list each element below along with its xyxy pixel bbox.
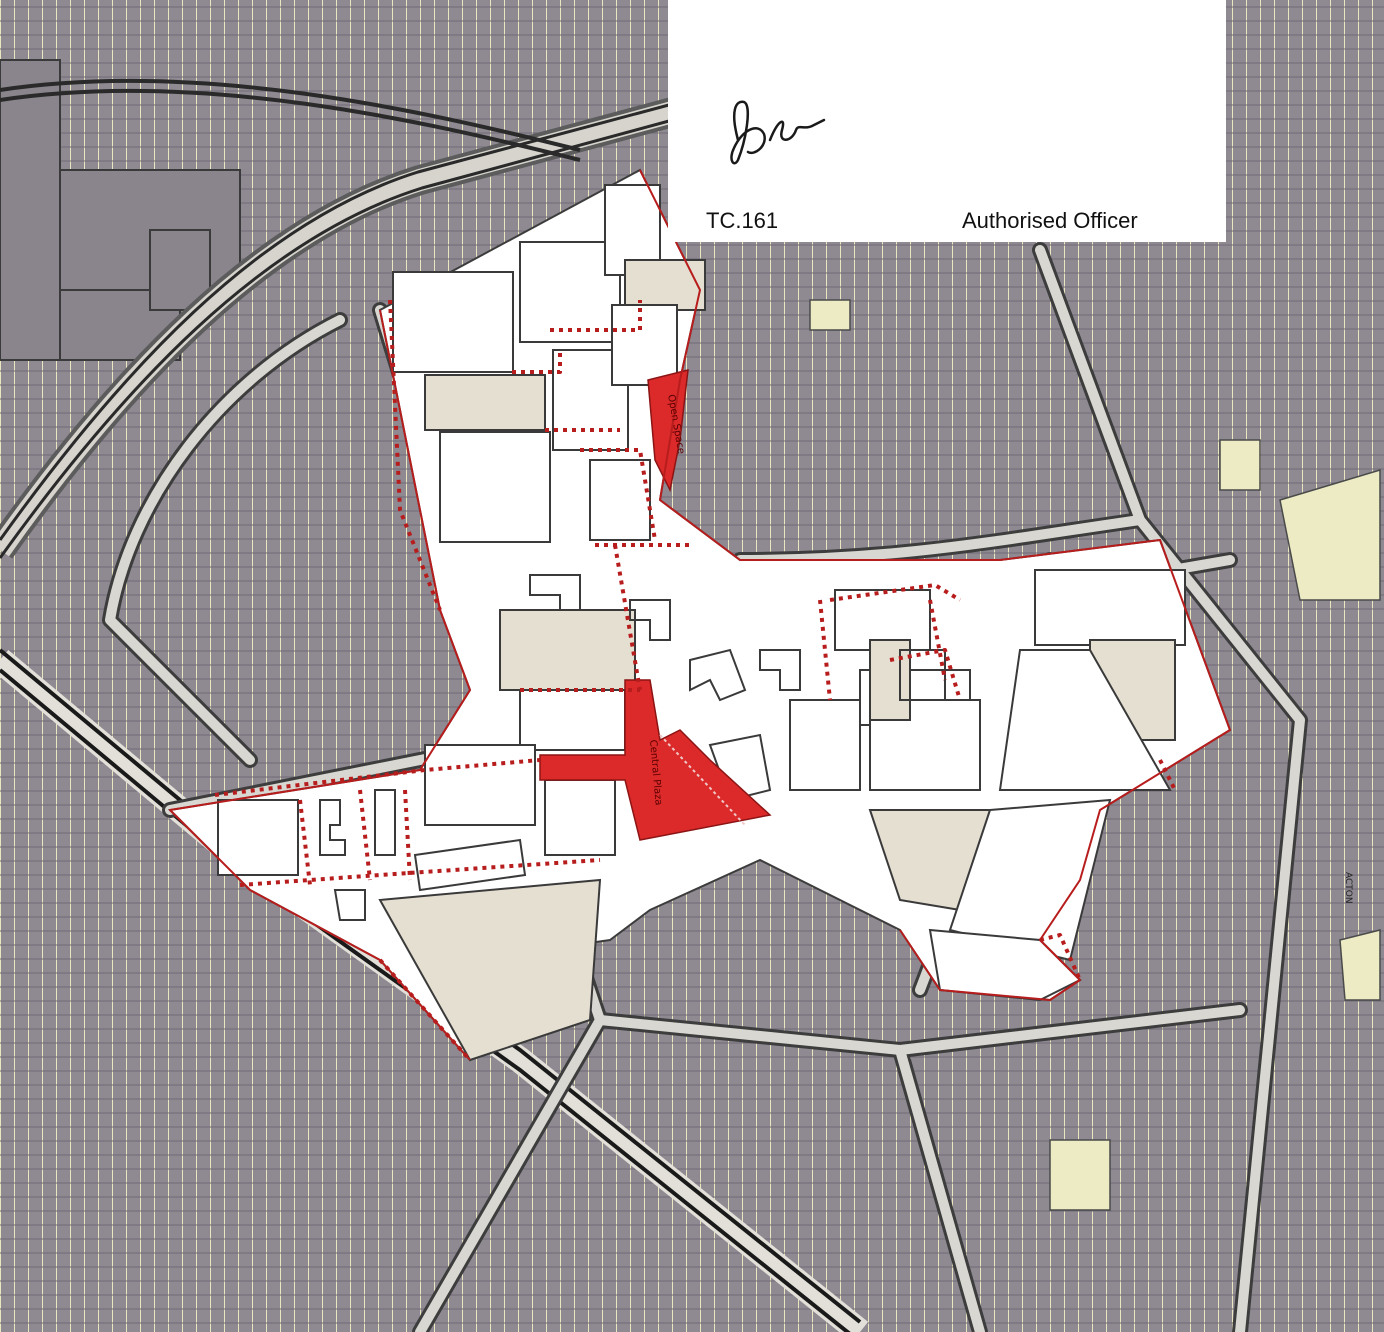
red-area-central — [539, 679, 772, 841]
site-building-outlines — [319, 574, 946, 921]
authorisation-panel: TC.161 Authorised Officer — [668, 0, 1226, 242]
open-land — [809, 299, 1381, 1211]
site-boundary — [169, 169, 1231, 1062]
authorised-officer-label: Authorised Officer — [962, 208, 1138, 233]
signature-mark — [730, 100, 826, 165]
label-street-east: ACTON — [1343, 872, 1353, 904]
industrial-blocks — [0, 59, 241, 361]
plaza-path — [659, 734, 746, 826]
railway-north — [0, 78, 684, 559]
reference-number: TC.161 — [706, 208, 779, 233]
